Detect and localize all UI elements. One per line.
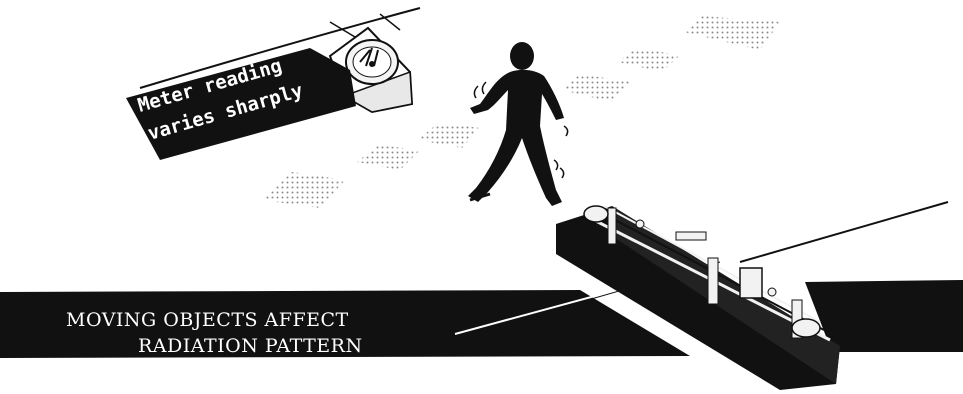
- meter-label: Meter reading varies sharply: [126, 48, 356, 160]
- radiation-segment: [357, 145, 420, 170]
- caption-line2: RADIATION PATTERN: [138, 335, 363, 357]
- radiation-segment: [562, 74, 630, 102]
- walking-person-icon: [468, 42, 564, 206]
- radiation-segment: [418, 123, 480, 148]
- caption-line1: MOVING OBJECTS AFFECT: [66, 309, 349, 331]
- radiation-segment: [684, 16, 780, 50]
- radiation-segment: [262, 172, 345, 208]
- radiation-segment: [618, 48, 680, 72]
